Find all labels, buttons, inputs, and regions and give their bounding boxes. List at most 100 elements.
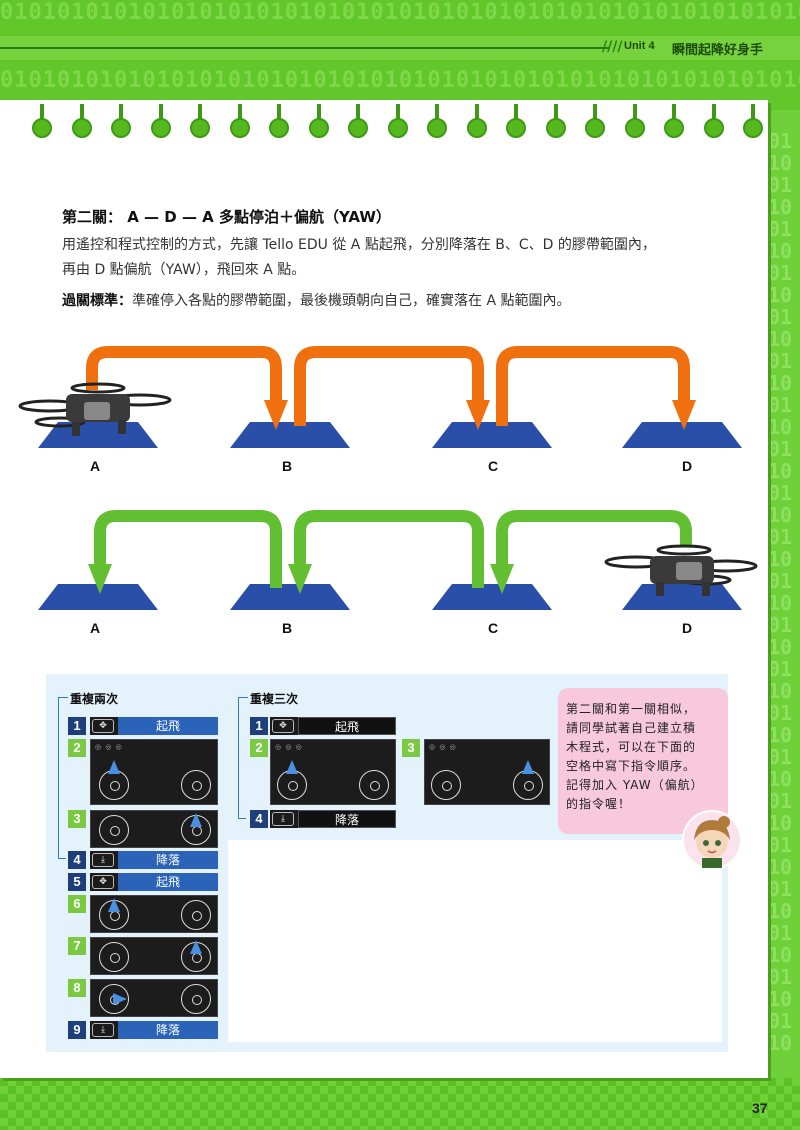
binary-pattern: 0101010101010101010101010101010101010101… <box>0 68 800 93</box>
point-label-a2: A <box>90 620 101 636</box>
bubble-line: 第二關和第一關相似， <box>566 702 697 716</box>
point-label-d: D <box>682 458 693 474</box>
up-arrow-icon <box>286 760 298 774</box>
repeat-twice-label: 重複兩次 <box>70 692 119 706</box>
left-joystick <box>277 770 307 800</box>
land-icon: ⤓ <box>272 812 294 826</box>
criteria-label: 過關標準： <box>62 293 132 309</box>
header-divider <box>0 47 610 49</box>
block-label: 降落 <box>118 851 218 869</box>
spiral-ring-icon <box>466 104 487 138</box>
step-number: 4 <box>68 851 86 869</box>
step-number: 8 <box>68 979 86 997</box>
bracket-arrow <box>58 858 66 859</box>
up-arrow-icon <box>190 813 202 827</box>
landing-pad-a2 <box>38 584 158 610</box>
spiral-ring-icon <box>348 104 368 138</box>
joystick-screen[interactable] <box>90 979 218 1017</box>
spiral-ring-icon <box>229 104 250 138</box>
landing-pad-d2 <box>622 584 742 610</box>
spiral-ring-icon <box>111 104 131 138</box>
left-joystick <box>99 815 129 845</box>
step-number: 2 <box>68 739 86 757</box>
speech-bubble <box>558 688 728 834</box>
bubble-text: 第二關和第一關相似， 請同學試著自己建立積 木程式，可以在下面的 空格中寫下指令… <box>566 700 726 814</box>
right-joystick <box>181 770 211 800</box>
up-arrow-icon <box>108 760 120 774</box>
left-joystick <box>431 770 461 800</box>
repeat-three-label: 重複三次 <box>250 692 299 706</box>
stage-title: 第二關： A — D — A 多點停泊＋偏航（YAW） <box>62 208 391 226</box>
bubble-line: 記得加入 YAW（偏航） <box>566 778 704 792</box>
right-joystick <box>359 770 389 800</box>
point-label-a: A <box>90 458 101 474</box>
drone-a-icon <box>18 382 172 436</box>
answer-writing-area[interactable] <box>228 840 722 1042</box>
joystick-screen[interactable]: ◎ ◎ ◎ <box>270 739 396 805</box>
block-label: 降落 <box>298 810 396 828</box>
unit-title: 瞬間起降好身手 <box>672 43 764 58</box>
character-avatar <box>682 810 742 870</box>
point-label-b: B <box>282 458 293 474</box>
step-number: 3 <box>402 739 420 757</box>
stage-description-line2: 再由 D 點偏航（YAW），飛回來 A 點。 <box>62 262 306 278</box>
girl-character-icon <box>694 816 730 868</box>
page-number: 37 <box>752 1100 768 1116</box>
step-number: 1 <box>250 717 268 735</box>
joystick-screen[interactable]: ◎ ◎ ◎ <box>424 739 550 805</box>
up-arrow-icon <box>108 898 120 912</box>
land-block[interactable]: ⤓ 降落 <box>90 851 218 869</box>
up-arrow-icon <box>190 940 202 954</box>
drone-d-icon <box>604 544 758 596</box>
step-number: 7 <box>68 937 86 955</box>
flight-path-diagram <box>18 346 758 610</box>
landing-pad-d <box>622 422 742 448</box>
step-number: 2 <box>250 739 268 757</box>
joystick-screen[interactable] <box>90 895 218 933</box>
takeoff-block[interactable]: ✥ 起飛 <box>90 717 218 735</box>
joystick-screen[interactable] <box>90 810 218 848</box>
step-number: 1 <box>68 717 86 735</box>
point-label-c: C <box>488 458 499 474</box>
takeoff-block[interactable]: ✥ 起飛 <box>90 873 218 891</box>
stage-description-line1: 用遙控和程式控制的方式，先讓 Tello EDU 從 A 點起飛，分別降落在 B… <box>62 237 656 253</box>
joystick-screen[interactable]: ◎ ◎ ◎ <box>90 739 218 805</box>
right-arrow-icon <box>113 993 127 1005</box>
step-number: 3 <box>68 810 86 828</box>
land-icon: ⤓ <box>92 1023 114 1037</box>
spiral-ring-icon <box>664 104 684 138</box>
screen-toolbar: ◎ ◎ ◎ <box>95 743 123 751</box>
header-slash-icon: //// <box>602 39 623 55</box>
spiral-ring-icon <box>32 104 52 138</box>
block-label: 起飛 <box>118 717 218 735</box>
spiral-ring-icon <box>71 104 92 138</box>
point-label-d2: D <box>682 620 693 636</box>
right-joystick <box>181 984 211 1014</box>
landing-pad-b <box>230 422 350 448</box>
takeoff-block[interactable]: ✥ 起飛 <box>270 717 396 735</box>
takeoff-icon: ✥ <box>92 719 114 733</box>
land-block[interactable]: ⤓ 降落 <box>270 810 396 828</box>
forward-arrowheads <box>264 400 696 430</box>
land-block[interactable]: ⤓ 降落 <box>90 1021 218 1039</box>
right-joystick <box>181 900 211 930</box>
repeat-bracket <box>238 697 248 819</box>
up-arrow-icon <box>522 760 534 774</box>
landing-pad-b2 <box>230 584 350 610</box>
step-number: 5 <box>68 873 86 891</box>
repeat-bracket <box>58 697 68 859</box>
block-label: 降落 <box>118 1021 218 1039</box>
landing-pad-a <box>38 422 158 448</box>
spiral-ring-icon <box>506 104 526 138</box>
joystick-screen[interactable] <box>90 937 218 975</box>
bracket-arrow <box>238 818 246 819</box>
bubble-line: 的指令喔！ <box>566 797 632 811</box>
screen-toolbar: ◎ ◎ ◎ <box>275 743 303 751</box>
left-joystick <box>99 942 129 972</box>
spiral-ring-icon <box>427 104 447 138</box>
spiral-ring-icon <box>190 104 210 138</box>
forward-path <box>86 346 690 426</box>
bubble-line: 木程式，可以在下面的 <box>566 740 697 754</box>
footer-background <box>0 1078 800 1130</box>
